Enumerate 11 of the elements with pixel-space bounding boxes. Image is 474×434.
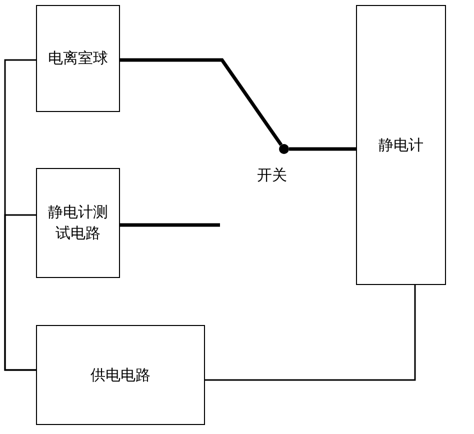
switch-label: 开关 [257,166,287,185]
contact-line [120,223,220,227]
process-box: 静电计测试电路 [36,168,120,278]
wire [4,214,36,371]
process-box: 电离室球 [36,5,120,112]
process-box: 静电计 [356,5,446,285]
pivot-dot [279,144,289,154]
switch-blade [120,58,283,146]
process-box: 供电电路 [36,325,205,425]
connector-line [289,147,356,151]
wire [205,285,416,381]
